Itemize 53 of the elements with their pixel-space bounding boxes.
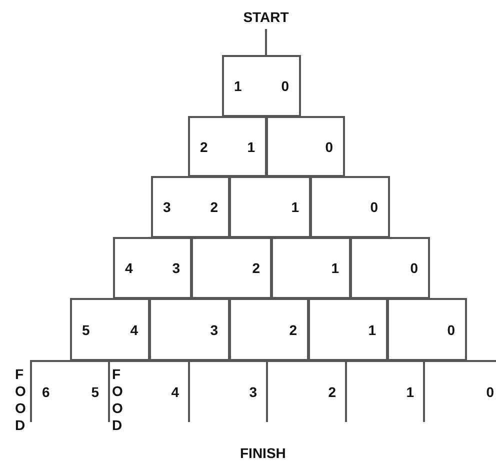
maze-cell [188,116,267,177]
cell-number: 3 [163,199,171,215]
open-maze-cell [188,360,267,422]
cell-number: 0 [447,322,455,338]
maze-cell [387,298,467,361]
connector-line [265,29,267,55]
open-maze-cell [30,360,109,422]
maze-cell [271,237,351,299]
cell-number: 1 [247,138,255,154]
vertical-label: FOOD [15,366,23,434]
cell-number: 0 [281,78,289,94]
cell-number: 0 [370,199,378,215]
maze-cell [70,298,150,361]
cell-number: 0 [486,384,494,400]
cell-number: 6 [42,384,50,400]
maze-cell [308,298,388,361]
cell-number: 5 [91,384,99,400]
maze-cell [350,237,430,299]
open-maze-cell [108,360,189,422]
finish-label: FINISH [240,445,286,461]
cell-number: 0 [325,138,333,154]
cell-number: 0 [410,260,418,276]
cell-number: 4 [130,322,138,338]
maze-cell [229,298,309,361]
maze-cell [229,176,311,238]
cell-number: 3 [249,384,257,400]
cell-number: 2 [328,384,336,400]
cell-number: 1 [291,199,299,215]
cell-number: 1 [331,260,339,276]
cell-number: 1 [406,384,414,400]
cell-number: 2 [289,322,297,338]
cell-number: 4 [171,384,179,400]
cell-number: 1 [368,322,376,338]
cell-number: 3 [210,322,218,338]
open-maze-cell [423,360,496,422]
maze-cell [151,176,230,238]
cell-number: 2 [210,199,218,215]
cell-number: 4 [125,260,133,276]
maze-cell [113,237,192,299]
cell-number: 5 [82,322,90,338]
maze-cell [149,298,230,361]
cell-number: 2 [252,260,260,276]
maze-cell [191,237,272,299]
maze-cell [266,116,345,177]
vertical-label: FOOD [112,366,120,434]
open-maze-cell [345,360,424,422]
open-maze-cell [266,360,346,422]
start-label: START [236,9,296,25]
maze-cell [310,176,390,238]
cell-number: 3 [172,260,180,276]
cell-number: 1 [234,78,242,94]
maze-cell [222,55,301,117]
cell-number: 2 [200,138,208,154]
